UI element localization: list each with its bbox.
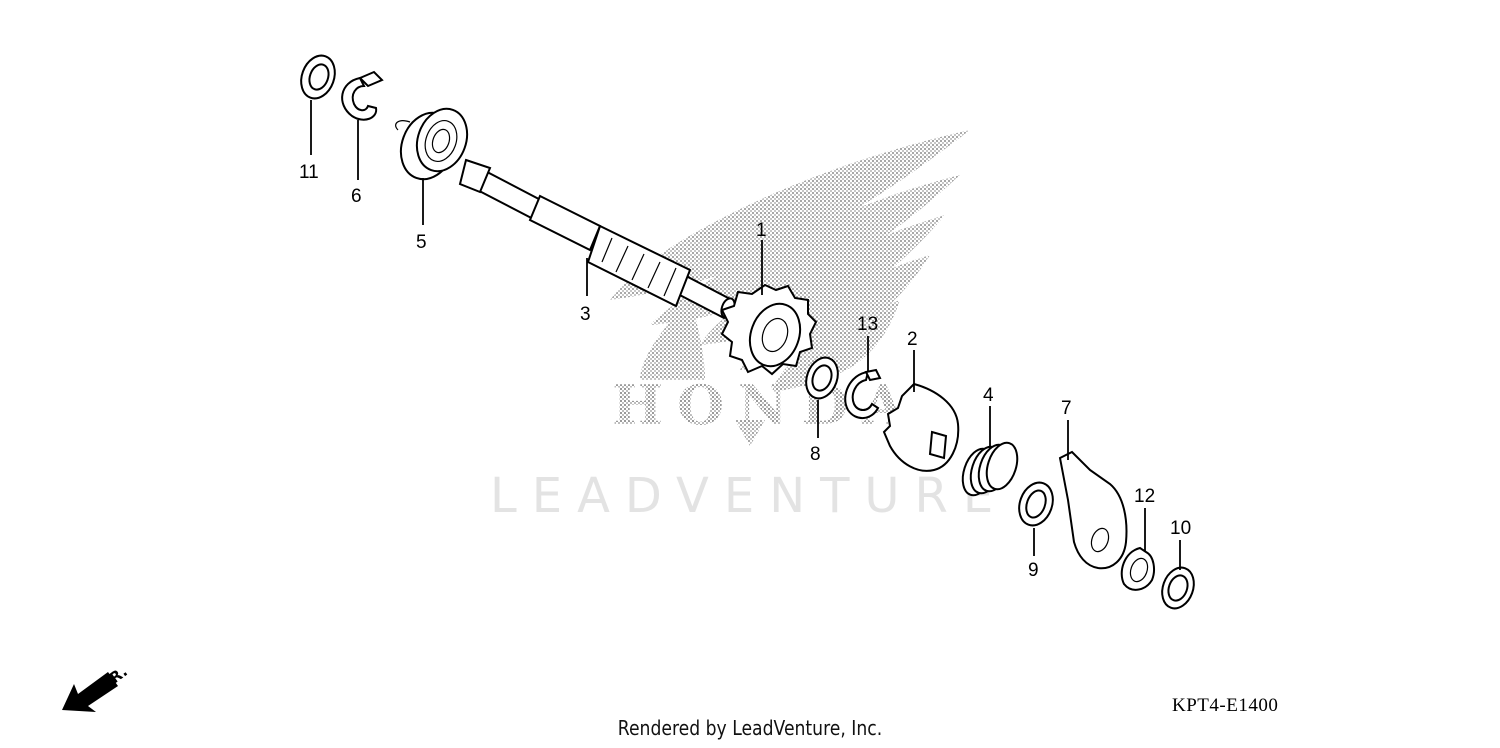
callout-4: 4	[983, 385, 994, 406]
callout-5: 5	[416, 232, 427, 253]
part-8-washer	[805, 356, 839, 400]
callout-9: 9	[1028, 560, 1039, 581]
render-credit: Rendered by LeadVenture, Inc.	[617, 716, 883, 740]
part-5-spring-holder	[395, 107, 469, 181]
callout-2: 2	[907, 329, 918, 350]
callout-10: 10	[1170, 518, 1191, 539]
part-7-guide-plate	[1058, 450, 1128, 570]
callout-1: 1	[756, 220, 767, 241]
part-4-spring	[961, 441, 1019, 497]
callout-11: 11	[299, 162, 319, 183]
diagram-code: KPT4-E1400	[1172, 695, 1279, 716]
callout-8: 8	[810, 444, 821, 465]
callout-3: 3	[580, 304, 591, 325]
callout-6: 6	[351, 186, 362, 207]
leader-lines	[310, 100, 1181, 570]
callout-7: 7	[1061, 398, 1072, 419]
part-6-collar	[341, 70, 384, 121]
part-10-washer	[1161, 566, 1195, 610]
callout-13: 13	[857, 314, 878, 335]
part-12-circlip	[1120, 546, 1155, 591]
callout-12: 12	[1134, 486, 1155, 507]
part-1-starter-gear	[720, 283, 818, 376]
part-2-ratchet	[882, 382, 960, 472]
front-direction-arrow: FR.	[62, 662, 131, 712]
part-9-washer	[1018, 481, 1054, 527]
honda-wing-watermark	[610, 130, 970, 446]
part-11-washer	[300, 54, 336, 100]
part-13-circlip	[844, 368, 882, 419]
part-3-kick-shaft	[458, 158, 736, 320]
leadventure-watermark: LEADVENTURE	[490, 468, 1008, 524]
